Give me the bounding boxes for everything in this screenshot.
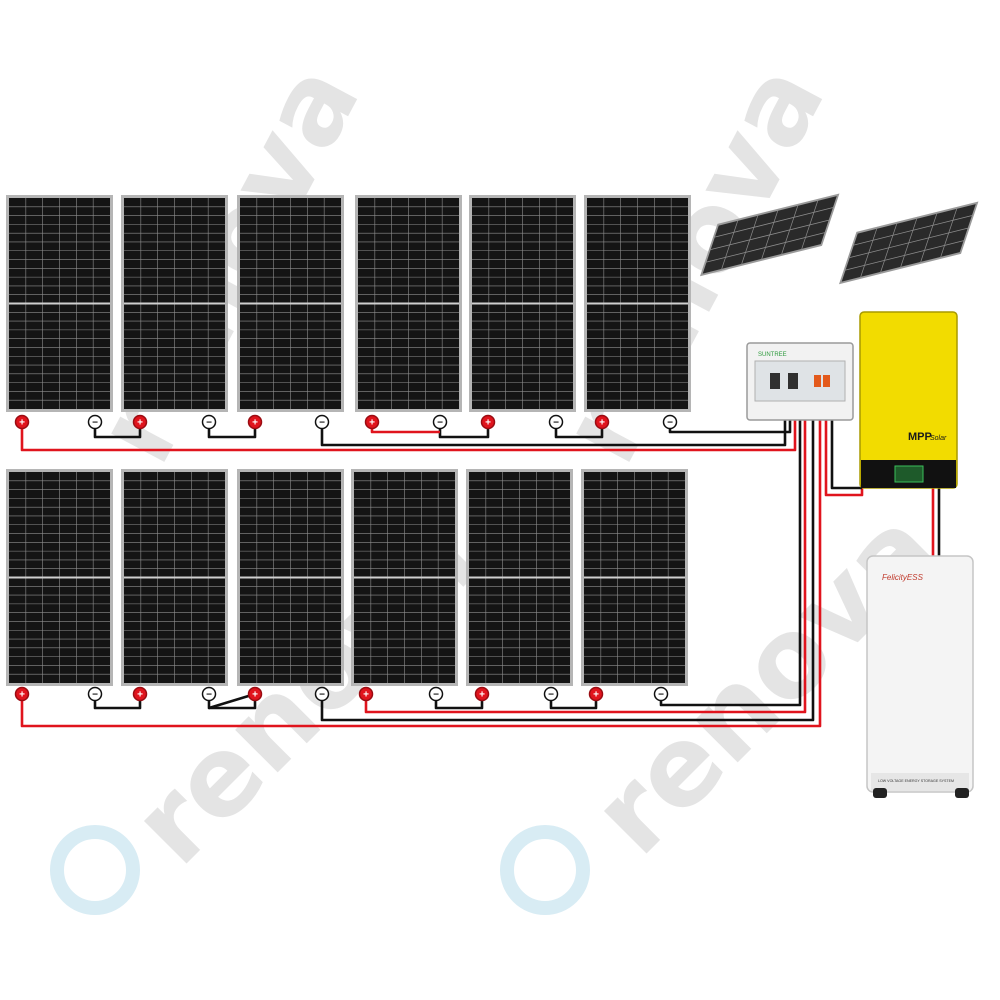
svg-text:−: − <box>92 418 98 429</box>
negative-terminal-icon: − <box>548 414 564 430</box>
inverter-brand: MPP <box>908 431 932 443</box>
negative-wire <box>320 420 815 722</box>
negative-terminal-icon: − <box>201 414 217 430</box>
solar-panel <box>351 469 458 686</box>
negative-terminal-icon: − <box>662 414 678 430</box>
svg-text:+: + <box>363 690 369 701</box>
inverter-brand-sub: Solar <box>930 435 947 442</box>
svg-text:+: + <box>599 418 605 429</box>
tilted-panel-left <box>699 193 840 277</box>
combiner-brand: SUNTREE <box>758 352 787 358</box>
negative-terminal-icon: − <box>314 686 330 702</box>
negative-terminal-icon: − <box>543 686 559 702</box>
positive-terminal-icon: + <box>14 414 30 430</box>
negative-terminal-icon: − <box>87 414 103 430</box>
solar-panel <box>584 195 691 412</box>
watermark-logo <box>500 825 590 915</box>
negative-wire <box>554 422 604 439</box>
battery-cabinet: FelicityESS LOW VOLTAGE ENERGY STORAGE S… <box>866 555 974 798</box>
svg-text:−: − <box>658 690 664 701</box>
svg-text:−: − <box>667 418 673 429</box>
negative-terminal-icon: − <box>87 686 103 702</box>
battery-wheel <box>955 788 969 798</box>
solar-panel <box>466 469 573 686</box>
negative-wire <box>668 420 792 434</box>
svg-text:+: + <box>479 690 485 701</box>
panel-row-top <box>6 195 691 412</box>
solar-panel <box>237 469 344 686</box>
positive-terminal-icon: + <box>247 414 263 430</box>
positive-wire <box>370 422 440 434</box>
positive-terminal-icon: + <box>358 686 374 702</box>
negative-wire <box>830 420 862 490</box>
solar-panel <box>6 195 113 412</box>
positive-wire <box>20 420 797 452</box>
battery-body <box>866 555 974 793</box>
positive-terminal-icon: + <box>588 686 604 702</box>
panel-row-bottom <box>6 469 688 686</box>
positive-terminal-icon: + <box>364 414 380 430</box>
solar-panel <box>6 469 113 686</box>
negative-terminal-icon: − <box>201 686 217 702</box>
svg-text:+: + <box>485 418 491 429</box>
inverter: MPP Solar <box>859 311 958 489</box>
inverter-display <box>894 465 924 483</box>
breaker-switch <box>770 373 780 389</box>
svg-text:−: − <box>319 418 325 429</box>
positive-wire <box>824 420 864 497</box>
svg-text:−: − <box>206 418 212 429</box>
positive-terminal-icon: + <box>247 686 263 702</box>
battery-wheel <box>873 788 887 798</box>
svg-text:−: − <box>206 690 212 701</box>
negative-terminal-icon: − <box>428 686 444 702</box>
svg-text:−: − <box>437 418 443 429</box>
solar-panel <box>121 469 228 686</box>
negative-wire <box>438 422 490 439</box>
terminal-layer: + − + − + − + − + − + − + − + − + − + − + − + − <box>14 414 678 702</box>
solar-panel <box>581 469 688 686</box>
negative-terminal-icon: − <box>314 414 330 430</box>
combiner-window <box>754 360 846 402</box>
positive-terminal-icon: + <box>14 686 30 702</box>
svg-text:+: + <box>137 690 143 701</box>
negative-terminal-icon: − <box>432 414 448 430</box>
svg-text:+: + <box>593 690 599 701</box>
negative-wire <box>93 422 142 439</box>
combiner-box: SUNTREE <box>746 342 854 421</box>
svg-text:+: + <box>137 418 143 429</box>
positive-terminal-icon: + <box>480 414 496 430</box>
positive-terminal-icon: + <box>132 414 148 430</box>
watermark-logo <box>50 825 140 915</box>
tilted-panel-right <box>838 201 979 285</box>
breaker-switch <box>823 375 830 387</box>
svg-text:−: − <box>92 690 98 701</box>
solar-panel <box>237 195 344 412</box>
battery-brand: FelicityESS <box>882 573 924 582</box>
positive-wire <box>20 420 822 728</box>
battery-base <box>871 773 969 791</box>
svg-text:+: + <box>19 418 25 429</box>
svg-text:+: + <box>19 690 25 701</box>
svg-text:+: + <box>252 690 258 701</box>
breaker-switch <box>814 375 821 387</box>
svg-text:−: − <box>319 690 325 701</box>
svg-text:+: + <box>252 418 258 429</box>
svg-text:−: − <box>433 690 439 701</box>
negative-terminal-icon: − <box>653 686 669 702</box>
positive-terminal-icon: + <box>594 414 610 430</box>
svg-text:−: − <box>553 418 559 429</box>
breaker-switch <box>788 373 798 389</box>
negative-wire <box>207 422 257 439</box>
positive-terminal-icon: + <box>132 686 148 702</box>
positive-terminal-icon: + <box>474 686 490 702</box>
solar-panel <box>469 195 576 412</box>
positive-wire <box>364 420 807 714</box>
solar-panel <box>355 195 462 412</box>
solar-panel <box>121 195 228 412</box>
battery-label: LOW VOLTAGE ENERGY STORAGE SYSTEM <box>878 779 954 783</box>
svg-text:+: + <box>369 418 375 429</box>
svg-text:−: − <box>548 690 554 701</box>
